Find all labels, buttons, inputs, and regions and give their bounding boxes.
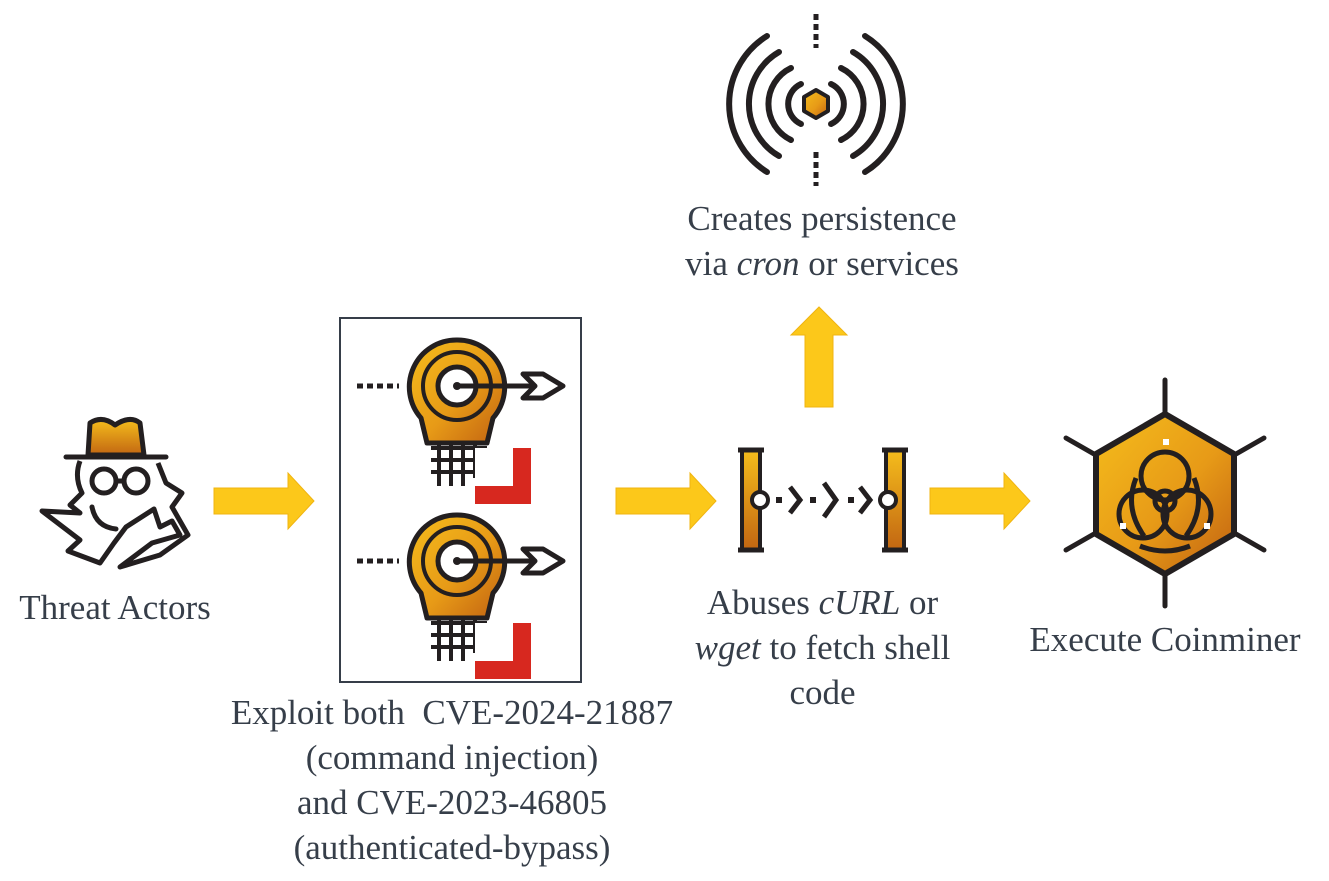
fetch-line-2: wget to fetch shell (660, 625, 985, 670)
exploit-line-3: and CVE-2023-46805 (190, 780, 714, 825)
fetch-line-3: code (789, 673, 856, 712)
exploit-line-1: Exploit both CVE-2024-21887 (190, 690, 714, 735)
fetch-line-1-suffix: or (900, 583, 939, 622)
tool-wget: wget (694, 628, 761, 667)
fetch-label: Abuses cURL or wget to fetch shell code (660, 580, 985, 715)
threat-actors-label: Threat Actors (0, 585, 230, 630)
coinminer-label: Execute Coinminer (1010, 617, 1320, 662)
fetch-line-2-suffix: to fetch shell (760, 628, 951, 667)
cve-2023-46805: CVE-2023-46805 (356, 783, 608, 822)
coinminer-text: Execute Coinminer (1029, 620, 1301, 659)
fetch-line-1-prefix: Abuses (706, 583, 819, 622)
target-arrow-bulb-icon (357, 513, 567, 683)
exploit-line-1-prefix: Exploit both (230, 693, 423, 732)
exploit-line-2: (command injection) (305, 738, 599, 777)
exploit-box (339, 317, 582, 683)
flow-arrow-up (789, 306, 849, 408)
method-cron: cron (736, 244, 800, 283)
tool-curl: cURL (818, 583, 901, 622)
flow-arrow-1 (213, 471, 315, 531)
target-arrow-bulb-icon (357, 338, 567, 508)
spy-hat-glasses-icon (39, 415, 192, 575)
biohazard-hexagon-icon (1063, 377, 1267, 609)
data-transfer-icon (738, 445, 910, 555)
cve-2024-21887: CVE-2024-21887 (422, 693, 674, 732)
persistence-line-1: Creates persistence (687, 199, 957, 238)
persistence-label: Creates persistence via cron or services (652, 196, 992, 286)
persistence-line-2: via cron or services (652, 241, 992, 286)
threat-actors-text: Threat Actors (19, 588, 211, 627)
exploit-line-3-prefix: and (296, 783, 357, 822)
persistence-line-2-suffix: or services (799, 244, 959, 283)
persistence-line-2-prefix: via (685, 244, 737, 283)
fetch-line-1: Abuses cURL or (660, 580, 985, 625)
flow-arrow-2 (615, 471, 717, 531)
broadcast-signal-icon (726, 12, 906, 188)
exploit-label: Exploit both CVE-2024-21887 (command inj… (190, 690, 714, 870)
flow-arrow-3 (929, 471, 1031, 531)
exploit-line-4: (authenticated-bypass) (293, 828, 611, 867)
